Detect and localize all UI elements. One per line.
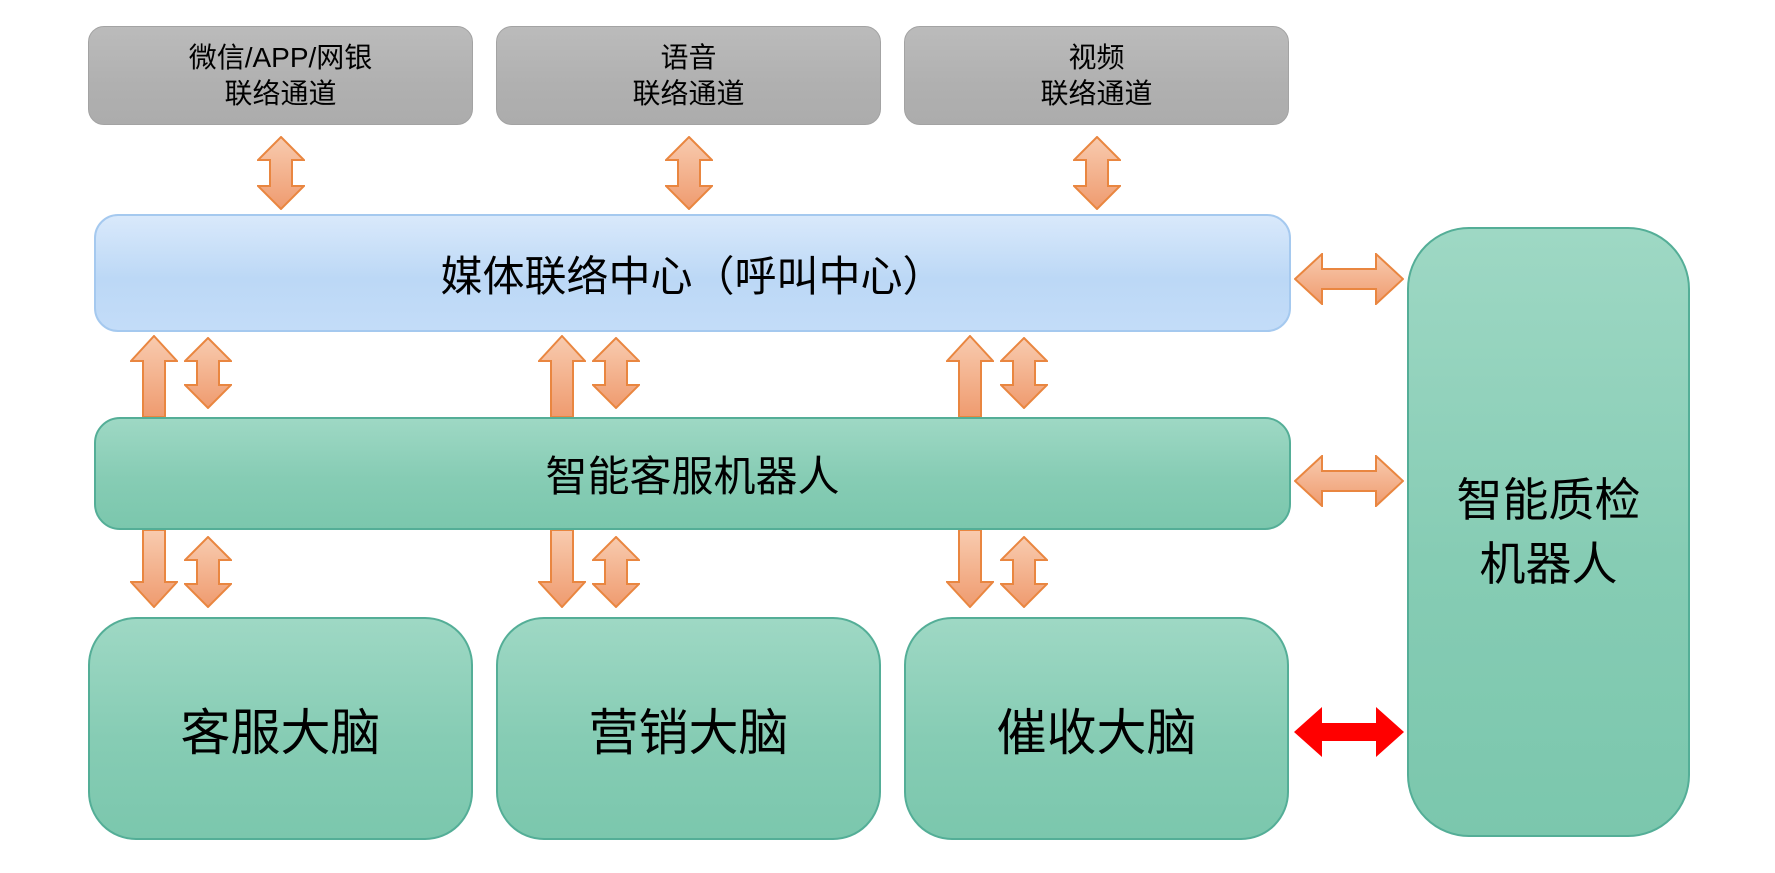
brain-label: 客服大脑 xyxy=(180,704,381,761)
channel-box-video: 视频 联络通道 xyxy=(904,26,1289,125)
channel-label-line2: 联络通道 xyxy=(1040,77,1153,109)
brain-box-collection: 催收大脑 xyxy=(904,617,1289,840)
channel-label-line2: 联络通道 xyxy=(224,77,337,109)
media-center-label: 媒体联络中心（呼叫中心） xyxy=(440,252,945,300)
qc-bot-label-line1: 智能质检 xyxy=(1456,474,1641,526)
channel-label-line1: 微信/APP/网银 xyxy=(188,41,373,73)
bot-to-media-up-arrow-icon xyxy=(130,335,178,417)
bot-qc-double-arrow-icon xyxy=(1294,455,1404,507)
bot-to-media-up-arrow-icon xyxy=(538,335,586,417)
channel-label-line2: 联络通道 xyxy=(632,77,745,109)
channel-box-wechat-app-ebank: 微信/APP/网银 联络通道 xyxy=(88,26,473,125)
bot-brain-double-arrow-icon xyxy=(184,536,232,608)
channel-label-line1: 语音 xyxy=(660,41,717,73)
media-bot-double-arrow-icon xyxy=(184,337,232,409)
bot-to-media-up-arrow-icon xyxy=(946,335,994,417)
qc-bot-box: 智能质检 机器人 xyxy=(1407,227,1690,837)
media-qc-double-arrow-icon xyxy=(1294,253,1404,305)
bot-brain-double-arrow-icon xyxy=(592,536,640,608)
brain-qc-red-double-arrow-icon xyxy=(1294,707,1404,757)
brain-box-marketing: 营销大脑 xyxy=(496,617,881,840)
channel-label-line1: 视频 xyxy=(1068,41,1125,73)
channel-media-double-arrow-icon xyxy=(665,136,713,210)
brain-label: 营销大脑 xyxy=(588,704,789,761)
bot-brain-double-arrow-icon xyxy=(1000,536,1048,608)
qc-bot-label-line2: 机器人 xyxy=(1479,538,1618,590)
brain-label: 催收大脑 xyxy=(996,704,1197,761)
service-bot-label: 智能客服机器人 xyxy=(545,453,840,500)
service-bot-box: 智能客服机器人 xyxy=(94,417,1291,530)
bot-to-brain-down-arrow-icon xyxy=(946,530,994,608)
bot-to-brain-down-arrow-icon xyxy=(130,530,178,608)
media-center-box: 媒体联络中心（呼叫中心） xyxy=(94,214,1291,332)
media-bot-double-arrow-icon xyxy=(1000,337,1048,409)
brain-box-customer-service: 客服大脑 xyxy=(88,617,473,840)
channel-media-double-arrow-icon xyxy=(1073,136,1121,210)
media-bot-double-arrow-icon xyxy=(592,337,640,409)
channel-media-double-arrow-icon xyxy=(257,136,305,210)
bot-to-brain-down-arrow-icon xyxy=(538,530,586,608)
channel-box-voice: 语音 联络通道 xyxy=(496,26,881,125)
